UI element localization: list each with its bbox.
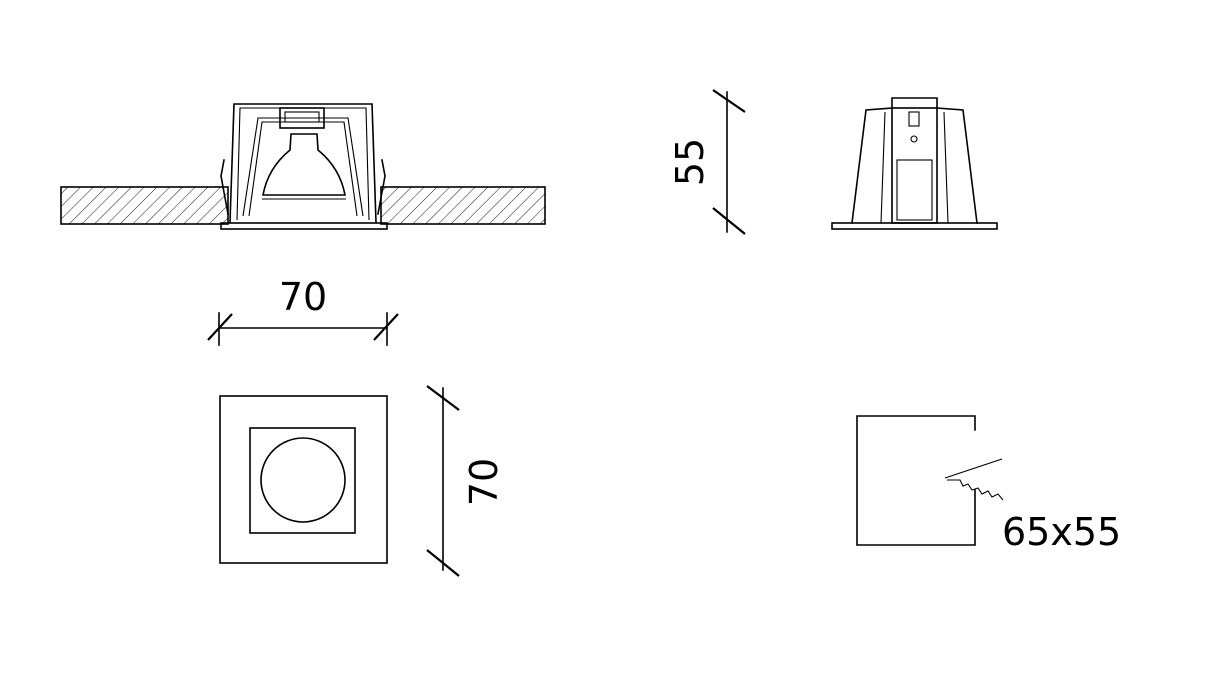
height-label-profile: 55 [668, 138, 712, 186]
section-view [60, 103, 546, 230]
profile-view [831, 97, 998, 230]
width-dimension-top: 70 [207, 275, 399, 346]
plan-view [219, 395, 388, 564]
height-dimension-plan: 70 [426, 385, 506, 577]
height-dimension-profile: 55 [668, 89, 746, 235]
ceiling-cutout: 65x55 [856, 415, 1121, 554]
cutout-size-label: 65x55 [1002, 510, 1121, 554]
height-label-plan: 70 [462, 458, 506, 506]
width-label-top: 70 [279, 275, 327, 319]
ceiling-slab [60, 186, 546, 225]
fixture-body [220, 103, 388, 230]
